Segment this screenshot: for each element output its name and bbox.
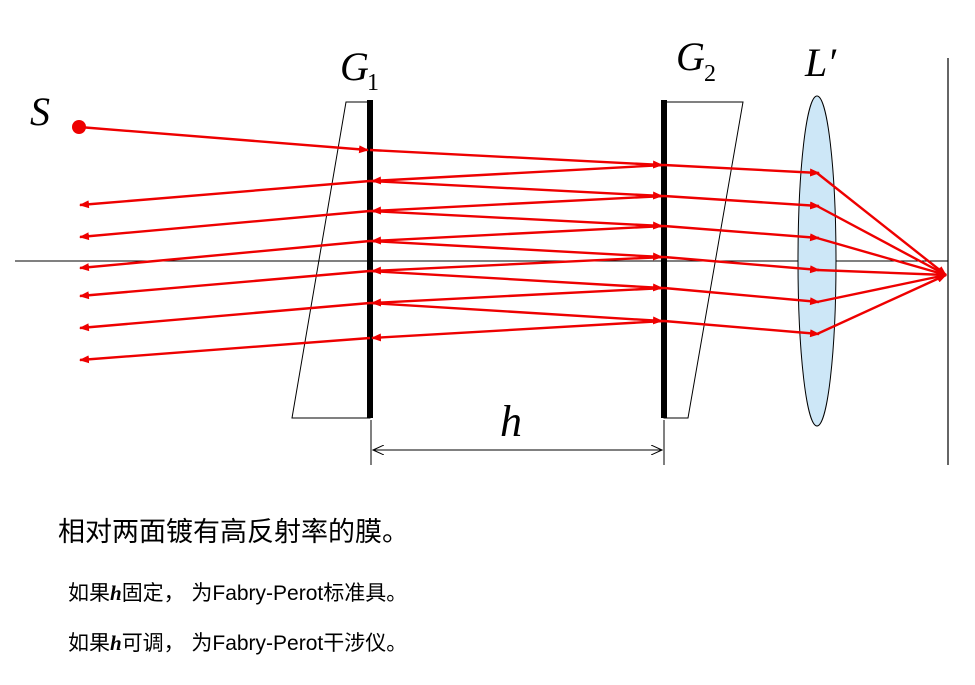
caption-interferometer-pre: 如果 bbox=[68, 631, 110, 655]
caption-etalon-mid: 固定， 为 bbox=[121, 581, 213, 605]
caption-interferometer-mid: 可调， 为 bbox=[121, 631, 213, 655]
ray-segment-3 bbox=[371, 163, 665, 185]
source-label: S bbox=[30, 89, 50, 134]
ray-segment-9 bbox=[371, 255, 665, 275]
plate-g1-label: G bbox=[340, 44, 369, 89]
ray-segment-5 bbox=[371, 194, 665, 215]
ray-segment-19 bbox=[79, 336, 371, 364]
ray-segment-14 bbox=[79, 179, 371, 209]
ray-segment-11 bbox=[371, 286, 665, 307]
caption-etalon: 如果h固定， 为Fabry-Perot标准具。 bbox=[68, 577, 407, 607]
ray-segment-21 bbox=[663, 194, 820, 210]
ray-segment-26 bbox=[816, 172, 947, 276]
caption-etalon-post: 标准具。 bbox=[323, 581, 408, 605]
ray-segment-25 bbox=[663, 319, 820, 338]
gap-label: h bbox=[500, 397, 522, 446]
ray-segment-22 bbox=[663, 224, 820, 242]
ray-segment-1 bbox=[78, 125, 369, 154]
plate-g2-subscript: 2 bbox=[704, 61, 716, 87]
ray-segment-29 bbox=[816, 268, 947, 279]
ray-segment-18 bbox=[79, 301, 371, 332]
ray-segment-23 bbox=[663, 255, 820, 274]
ray-segment-27 bbox=[816, 204, 947, 277]
caption-etalon-var: h bbox=[110, 581, 122, 605]
ray-segment-20 bbox=[663, 163, 820, 177]
caption-etalon-pre: 如果 bbox=[68, 581, 110, 605]
ray-segment-10 bbox=[369, 269, 663, 292]
ray-segment-12 bbox=[369, 301, 663, 325]
lens bbox=[797, 95, 837, 427]
plate-g1-subscript: 1 bbox=[367, 70, 379, 96]
plate-g2-label: G bbox=[676, 34, 705, 79]
caption-mirror-coating: 相对两面镀有高反射率的膜。 bbox=[58, 517, 409, 548]
fabry-perot-diagram: S G 1 G 2 L′ h bbox=[15, 34, 949, 465]
ray-segment-13 bbox=[371, 319, 665, 342]
ray-segment-8 bbox=[369, 239, 663, 261]
lens-label: L′ bbox=[804, 40, 837, 85]
caption-interferometer-var: h bbox=[110, 631, 122, 655]
ray-segment-24 bbox=[663, 286, 820, 306]
ray-paths bbox=[78, 125, 947, 364]
ray-segment-6 bbox=[369, 209, 663, 230]
ray-segment-28 bbox=[816, 236, 947, 277]
ray-segment-31 bbox=[816, 273, 947, 336]
ray-segment-16 bbox=[79, 239, 371, 272]
ray-segment-15 bbox=[79, 209, 371, 241]
caption-interferometer-name: Fabry-Perot bbox=[212, 632, 324, 655]
ray-segment-4 bbox=[369, 179, 663, 200]
caption-interferometer-post: 干涉仪。 bbox=[323, 631, 408, 655]
ray-segment-17 bbox=[79, 269, 371, 300]
caption-interferometer: 如果h可调， 为Fabry-Perot干涉仪。 bbox=[68, 627, 407, 657]
ray-segment-7 bbox=[371, 224, 665, 245]
ray-segment-2 bbox=[369, 148, 663, 169]
source-point bbox=[72, 120, 86, 134]
ray-segment-30 bbox=[816, 272, 947, 304]
caption-etalon-name: Fabry-Perot bbox=[212, 582, 324, 605]
